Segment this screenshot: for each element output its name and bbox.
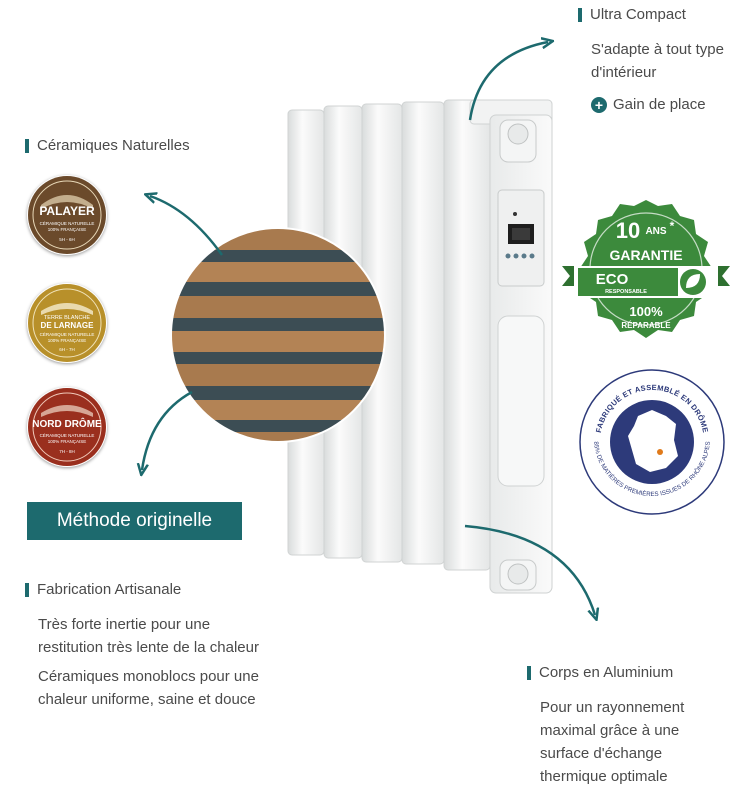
ultra-desc-line2: d'intérieur [591, 64, 657, 81]
svg-text:100% FRANÇAISE: 100% FRANÇAISE [48, 338, 87, 343]
badge-nord-drome-graphic: NORD DRÔME CÉRAMIQUE NATURELLE 100% FRAN… [28, 388, 106, 466]
fabrication-p1-line1: Très forte inertie pour une [38, 616, 211, 633]
fabrication-title: Fabrication Artisanale [37, 581, 182, 598]
svg-text:ANS: ANS [645, 226, 666, 237]
ultra-compact-heading: Ultra Compact [578, 6, 686, 23]
fabrication-p1-line2: restitution très lente de la chaleur [38, 639, 259, 656]
svg-text:100% FRANÇAISE: 100% FRANÇAISE [48, 439, 87, 444]
svg-text:*: * [670, 219, 675, 233]
corps-line3: surface d'échange [540, 745, 663, 762]
badge-name: PALAYER [39, 204, 95, 218]
svg-text:DE LARNAGE: DE LARNAGE [41, 321, 95, 330]
badge-terre-blanche-graphic: TERRE BLANCHE DE LARNAGE CÉRAMIQUE NATUR… [28, 284, 106, 362]
badge-palayer-graphic: PALAYER CÉRAMIQUE NATURELLE 100% FRANÇAI… [28, 176, 106, 254]
fabrication-p1: Très forte inertie pour une restitution … [38, 613, 259, 659]
svg-text:10: 10 [616, 218, 640, 243]
plus-icon: + [591, 96, 607, 113]
ultra-desc-line1: S'adapte à tout type [591, 41, 724, 58]
gain-de-place: + Gain de place [591, 96, 706, 113]
svg-text:6H - 7H: 6H - 7H [59, 347, 75, 352]
svg-text:5H - 6H: 5H - 6H [59, 237, 75, 242]
svg-text:GARANTIE: GARANTIE [609, 247, 682, 263]
corps-heading: Corps en Aluminium [527, 664, 673, 681]
ultra-compact-desc: S'adapte à tout type d'intérieur [591, 38, 724, 84]
corps-title: Corps en Aluminium [539, 664, 674, 681]
gain-de-place-label: Gain de place [613, 96, 706, 113]
heading-bar [527, 665, 531, 680]
ultra-compact-title: Ultra Compact [590, 6, 686, 23]
corps-line2: maximal grâce à une [540, 722, 680, 739]
garantie-eco-badge: 10 ANS * GARANTIE ECO RESPONSABLE 100% R… [562, 200, 730, 338]
corps-line1: Pour un rayonnement [540, 699, 685, 716]
svg-text:100%: 100% [629, 304, 663, 319]
svg-text:CÉRAMIQUE NATURELLE: CÉRAMIQUE NATURELLE [40, 220, 95, 226]
fabrique-drome-badge: FABRIQUÉ ET ASSEMBLÉ EN DRÔME 85% DE MAT… [579, 369, 725, 515]
fabrication-p2-line1: Céramiques monoblocs pour une [38, 668, 259, 685]
svg-text:ECO: ECO [596, 271, 629, 288]
fabrication-heading: Fabrication Artisanale [25, 581, 181, 598]
heading-bar [25, 138, 29, 153]
fabrication-p2: Céramiques monoblocs pour une chaleur un… [38, 665, 259, 711]
svg-text:RÉPARABLE: RÉPARABLE [621, 321, 671, 330]
svg-text:TERRE BLANCHE: TERRE BLANCHE [44, 315, 90, 321]
badge-nord-drome: NORD DRÔME CÉRAMIQUE NATURELLE 100% FRAN… [27, 387, 107, 467]
svg-text:100% FRANÇAISE: 100% FRANÇAISE [48, 227, 87, 232]
ceramic-section [171, 228, 385, 442]
svg-text:7H - 8H: 7H - 8H [59, 449, 75, 454]
svg-text:NORD DRÔME: NORD DRÔME [32, 417, 102, 430]
corps-desc: Pour un rayonnement maximal grâce à une … [540, 696, 684, 788]
badge-palayer: PALAYER CÉRAMIQUE NATURELLE 100% FRANÇAI… [27, 175, 107, 255]
svg-text:RESPONSABLE: RESPONSABLE [605, 289, 647, 295]
svg-text:CÉRAMIQUE NATURELLE: CÉRAMIQUE NATURELLE [40, 432, 95, 438]
heading-bar [25, 582, 29, 597]
methode-originelle-label: Méthode originelle [56, 510, 213, 531]
heading-bar [578, 7, 582, 22]
ceramiques-title: Céramiques Naturelles [37, 137, 190, 154]
ceramiques-heading: Céramiques Naturelles [25, 137, 190, 154]
methode-originelle-box: Méthode originelle [27, 502, 242, 540]
corps-line4: thermique optimale [540, 768, 668, 785]
fabrication-p2-line2: chaleur uniforme, saine et douce [38, 691, 256, 708]
svg-text:CÉRAMIQUE NATURELLE: CÉRAMIQUE NATURELLE [40, 331, 95, 337]
badge-terre-blanche: TERRE BLANCHE DE LARNAGE CÉRAMIQUE NATUR… [27, 283, 107, 363]
